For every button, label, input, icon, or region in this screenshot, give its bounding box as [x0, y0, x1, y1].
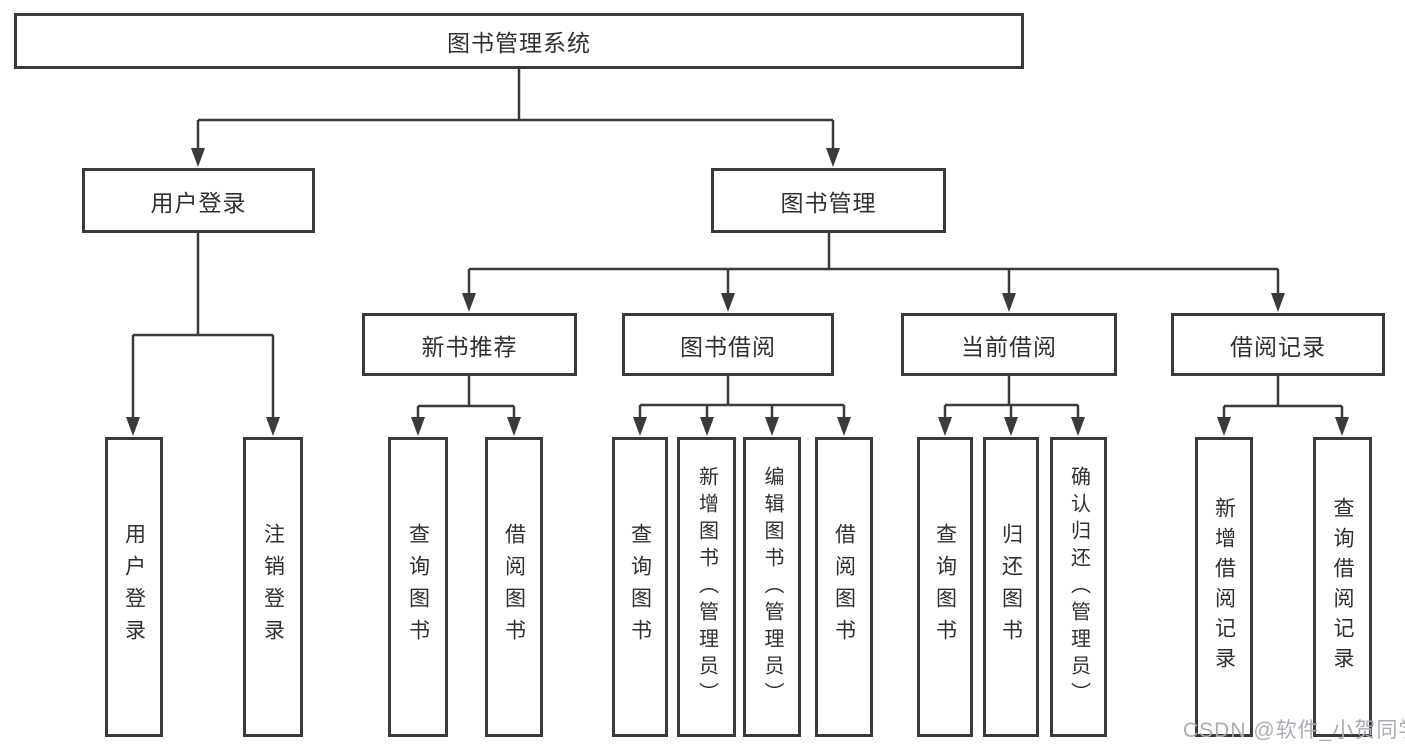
leaf-return-books: 归还图书: [983, 437, 1039, 737]
node-label: 归还图书: [999, 523, 1023, 651]
node-label: 查询借阅记录: [1331, 497, 1354, 677]
leaf-query-books-recommend: 查询图书: [388, 437, 448, 737]
node-label: 新书推荐: [421, 333, 518, 360]
leaf-edit-book-admin: 编辑图书（管理员）: [743, 437, 801, 737]
leaf-query-borrow-record: 查询借阅记录: [1313, 437, 1372, 737]
node-label: 图书借阅: [680, 333, 776, 360]
node-current-borrowing: 当前借阅: [901, 313, 1117, 376]
leaf-query-books-borrow: 查询图书: [612, 437, 668, 737]
arrowhead-icons: [126, 148, 1349, 436]
leaf-query-books-current: 查询图书: [917, 437, 973, 737]
leaf-borrow-books-borrow: 借阅图书: [815, 437, 873, 737]
node-label: 新增借阅记录: [1212, 497, 1236, 677]
node-label: 注销登录: [261, 523, 285, 651]
node-label: 查询图书: [933, 523, 957, 651]
node-book-management: 图书管理: [711, 168, 946, 233]
watermark-text: CSDN @软件_小贺同学: [1183, 719, 1405, 742]
node-label: 确认归还（管理员）: [1067, 465, 1090, 709]
leaf-logout: 注销登录: [243, 437, 303, 737]
node-book-borrowing: 图书借阅: [622, 313, 834, 376]
leaf-add-borrow-record: 新增借阅记录: [1195, 437, 1253, 737]
node-library-system: 图书管理系统: [14, 13, 1024, 69]
node-label: 查询图书: [628, 523, 652, 651]
node-borrowing-records: 借阅记录: [1171, 313, 1385, 376]
leaf-borrow-books-recommend: 借阅图书: [485, 437, 543, 737]
leaf-user-login: 用户登录: [105, 437, 163, 737]
node-label: 图书管理系统: [447, 30, 591, 56]
node-label: 借阅记录: [1230, 333, 1326, 360]
node-label: 用户登录: [122, 523, 146, 651]
node-label: 新增图书（管理员）: [695, 465, 718, 709]
node-label: 编辑图书（管理员）: [761, 465, 783, 709]
node-new-book-recommendation: 新书推荐: [362, 313, 577, 376]
node-label: 借阅图书: [832, 523, 856, 651]
leaf-confirm-return-admin: 确认归还（管理员）: [1050, 437, 1107, 737]
node-label: 用户登录: [150, 189, 247, 216]
node-label: 查询图书: [406, 523, 430, 651]
node-label: 当前借阅: [961, 333, 1057, 360]
node-label: 图书管理: [780, 189, 877, 216]
leaf-add-book-admin: 新增图书（管理员）: [677, 437, 736, 737]
node-label: 借阅图书: [502, 523, 526, 651]
node-user-login: 用户登录: [82, 168, 315, 233]
